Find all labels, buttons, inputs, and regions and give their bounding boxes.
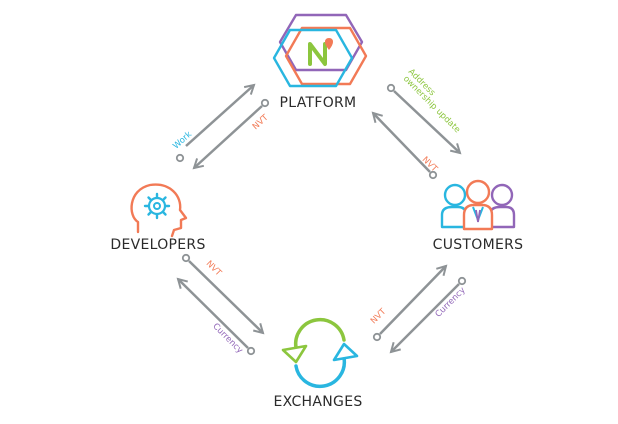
exchanges-to-customers-arrow-start [372, 332, 382, 342]
customers-to-platform-arrow [371, 111, 431, 173]
edge-label-exchanges-customers-nvt: NVT [369, 306, 389, 326]
exchanges-icon [281, 318, 359, 388]
edge-label-dev-exchanges-nvt: NVT [204, 259, 224, 279]
exchanges-to-dev-arrow-start [246, 346, 256, 356]
edge-label-exchanges-customers-currency: Currency [434, 286, 468, 320]
customers-to-platform-arrow-start [428, 170, 438, 180]
developers-label: DEVELOPERS [110, 237, 205, 253]
platform-to-dev-arrow-start [260, 98, 270, 108]
platform-to-dev-arrow [192, 105, 263, 170]
exchanges-to-customers-arrow [379, 264, 448, 335]
platform-label: PLATFORM [280, 95, 357, 111]
dev-to-exchanges-arrow [188, 260, 265, 335]
customers-to-exchanges-arrow [389, 283, 460, 354]
platform-to-customers-arrow [393, 90, 462, 155]
developers-icon [130, 183, 188, 238]
platform-icon [272, 13, 368, 88]
dev-to-platform-arrow-start [175, 153, 185, 163]
dev-to-platform-arrow [185, 83, 256, 147]
customers-to-exchanges-arrow-start [457, 276, 467, 286]
dev-to-exchanges-arrow-start [181, 253, 191, 263]
exchanges-label: EXCHANGES [273, 394, 362, 410]
edge-label-platform-customers-nvt: NVT [420, 155, 440, 175]
exchanges-to-dev-arrow [176, 277, 249, 349]
customers-icon [440, 179, 516, 231]
platform-to-customers-arrow-start [386, 83, 396, 93]
customers-label: CUSTOMERS [433, 237, 524, 253]
edge-label-dev-platform-nvt: NVT [251, 112, 271, 132]
